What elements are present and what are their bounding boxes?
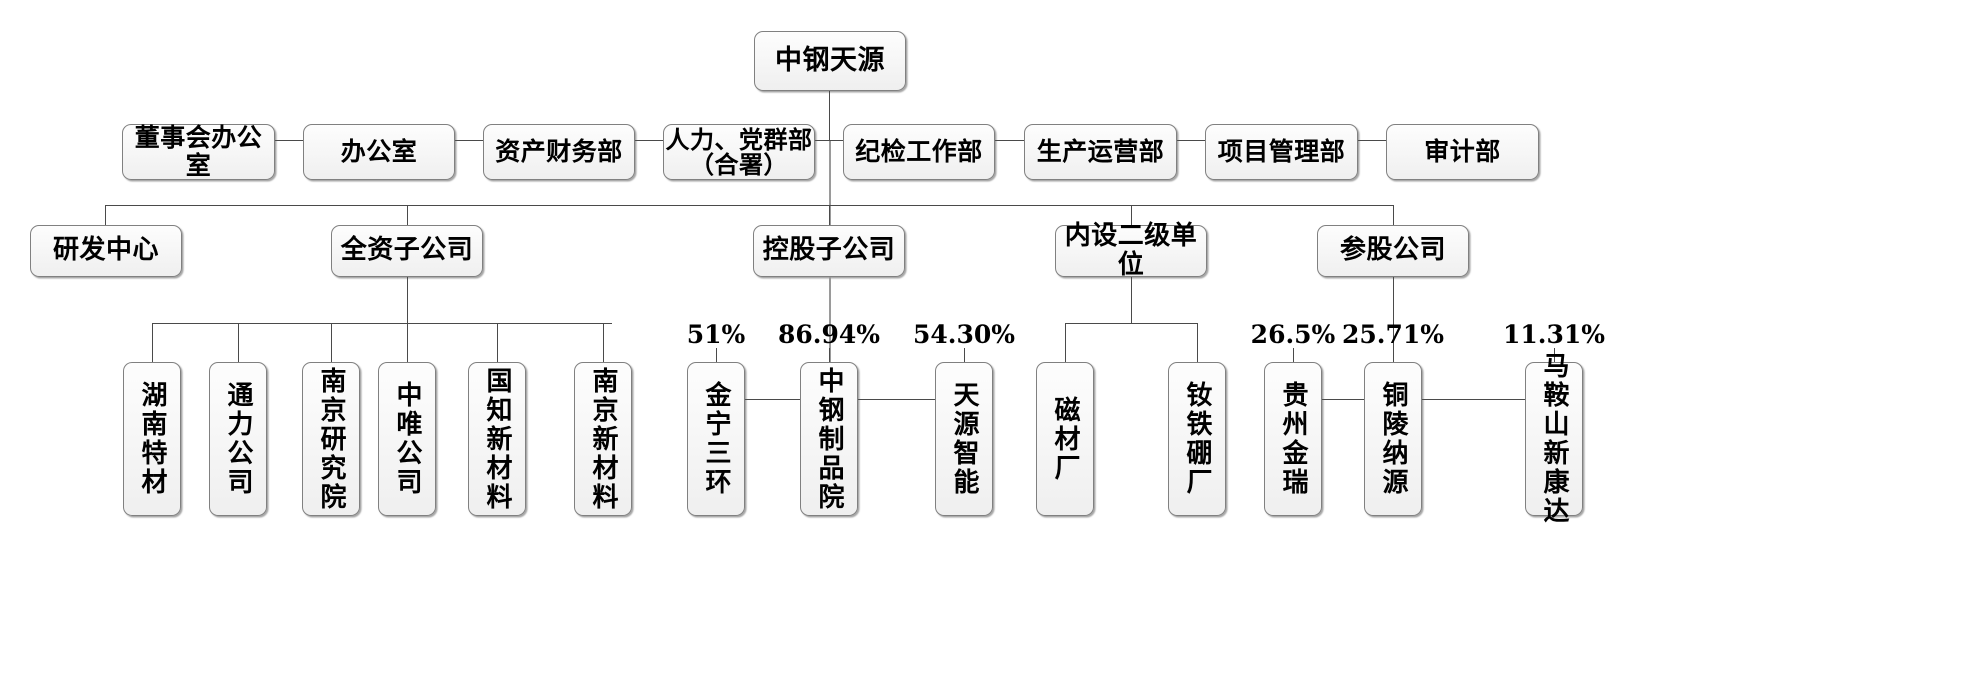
node-equity-2[interactable]: 马鞍山新康达 [1525, 352, 1583, 526]
pct-holding-0: 51% [686, 320, 746, 349]
connector-group-stem-1 [407, 205, 408, 225]
connector-holding-pctline-0 [716, 348, 717, 362]
connector-wholly-drop [407, 277, 408, 323]
node-dept-4-label: 纪检工作部 [855, 137, 983, 166]
node-group-2-label: 控股子公司 [762, 235, 896, 266]
node-group-1[interactable]: 全资子公司 [331, 225, 483, 277]
node-wholly-2[interactable]: 南京研究院 [302, 362, 360, 516]
node-wholly-1[interactable]: 通力公司 [209, 362, 267, 516]
connector-holding-drop [829, 277, 831, 400]
node-dept-3-label-2: （合署） [690, 150, 788, 179]
node-dept-6[interactable]: 项目管理部 [1205, 124, 1358, 180]
node-dept-7-label: 审计部 [1424, 137, 1501, 166]
connector-wholly-stem-3 [407, 323, 408, 362]
pct-equity-0: 26.5% [1250, 320, 1336, 349]
connector-group-stem-4 [1393, 205, 1394, 225]
connector-equity-pctline-2 [1554, 348, 1555, 362]
node-root-label: 中钢天源 [775, 44, 885, 76]
node-wholly-2-label: 南京研究院 [316, 366, 346, 512]
connector-wholly-bus [152, 323, 612, 324]
node-dept-2-label: 资产财务部 [495, 137, 623, 166]
node-wholly-3[interactable]: 中唯公司 [378, 362, 436, 516]
node-holding-1-label: 中钢制品院 [814, 366, 844, 512]
node-dept-0[interactable]: 董事会办公室 [122, 124, 275, 180]
node-wholly-1-label: 通力公司 [223, 381, 253, 497]
node-dept-6-label: 项目管理部 [1217, 137, 1346, 166]
connector-dept-bus [198, 140, 1463, 141]
connector-group-stem-3 [1131, 205, 1132, 225]
node-holding-0[interactable]: 金宁三环 [687, 362, 745, 516]
pct-holding-2: 54.30% [912, 320, 1016, 349]
node-equity-1-label: 铜陵纳源 [1378, 381, 1408, 497]
node-group-2[interactable]: 控股子公司 [753, 225, 905, 277]
connector-wholly-stem-0 [152, 323, 153, 362]
node-root[interactable]: 中钢天源 [754, 31, 906, 91]
connector-root-stem [829, 91, 830, 140]
pct-holding-1: 86.94% [777, 320, 881, 349]
node-dept-4[interactable]: 纪检工作部 [843, 124, 995, 180]
node-group-0[interactable]: 研发中心 [30, 225, 182, 277]
node-wholly-0-label: 湖南特材 [137, 381, 167, 497]
node-dept-1-label: 办公室 [340, 137, 418, 166]
connector-internal-stem-1 [1197, 323, 1198, 362]
node-internal-0-label: 磁材厂 [1050, 395, 1080, 483]
node-equity-2-label: 马鞍山新康达 [1539, 352, 1569, 526]
connector-holding-pctline-1 [829, 348, 830, 362]
node-equity-0[interactable]: 贵州金瑞 [1264, 362, 1322, 516]
node-holding-0-label: 金宁三环 [701, 381, 731, 497]
connector-holding-pctline-2 [964, 348, 965, 362]
node-group-4-label: 参股公司 [1339, 235, 1446, 266]
node-wholly-3-label: 中唯公司 [392, 381, 422, 497]
node-dept-5[interactable]: 生产运营部 [1024, 124, 1177, 180]
node-group-3-label: 内设二级单位 [1064, 220, 1198, 280]
connector-equity-drop [1393, 277, 1394, 399]
node-internal-0[interactable]: 磁材厂 [1036, 362, 1094, 516]
node-holding-2-label: 天源智能 [949, 381, 979, 497]
node-holding-1[interactable]: 中钢制品院 [800, 362, 858, 516]
connector-wholly-stem-5 [603, 323, 604, 362]
node-group-0-label: 研发中心 [52, 235, 159, 266]
node-equity-0-label: 贵州金瑞 [1278, 381, 1308, 497]
connector-internal-bus [1065, 323, 1198, 324]
connector-internal-stem-0 [1065, 323, 1066, 362]
node-wholly-4[interactable]: 国知新材料 [468, 362, 526, 516]
pct-equity-1: 25.71% [1341, 320, 1445, 349]
connector-main-trunk [829, 140, 831, 225]
connector-internal-drop [1131, 277, 1132, 323]
connector-wholly-stem-2 [331, 323, 332, 362]
node-dept-5-label: 生产运营部 [1036, 137, 1165, 166]
node-wholly-5-label: 南京新材料 [588, 366, 618, 512]
node-holding-2[interactable]: 天源智能 [935, 362, 993, 516]
node-group-4[interactable]: 参股公司 [1317, 225, 1469, 277]
node-internal-1-label: 钕铁硼厂 [1182, 381, 1212, 497]
node-dept-0-label: 董事会办公室 [134, 123, 263, 180]
connector-equity-pctline-1 [1393, 348, 1394, 362]
node-dept-2[interactable]: 资产财务部 [483, 124, 635, 180]
connector-group-stem-0 [105, 205, 106, 225]
connector-group-stem-2 [829, 205, 830, 225]
node-group-1-label: 全资子公司 [340, 235, 474, 266]
node-group-3[interactable]: 内设二级单位 [1055, 220, 1207, 280]
pct-equity-2: 11.31% [1502, 320, 1606, 349]
connector-wholly-stem-1 [238, 323, 239, 362]
node-dept-1[interactable]: 办公室 [303, 124, 455, 180]
node-dept-3[interactable]: 人力、党群部 （合署） [663, 124, 815, 180]
node-dept-3-label: 人力、党群部 [665, 124, 813, 154]
node-wholly-0[interactable]: 湖南特材 [123, 362, 181, 516]
connector-wholly-stem-4 [497, 323, 498, 362]
node-wholly-5[interactable]: 南京新材料 [574, 362, 632, 516]
node-dept-7[interactable]: 审计部 [1386, 124, 1539, 180]
connector-group-bus [105, 205, 1394, 206]
node-internal-1[interactable]: 钕铁硼厂 [1168, 362, 1226, 516]
connector-equity-pctline-0 [1293, 348, 1294, 362]
connector-equity-bus [1293, 399, 1554, 400]
node-wholly-4-label: 国知新材料 [482, 366, 512, 512]
node-equity-1[interactable]: 铜陵纳源 [1364, 362, 1422, 516]
